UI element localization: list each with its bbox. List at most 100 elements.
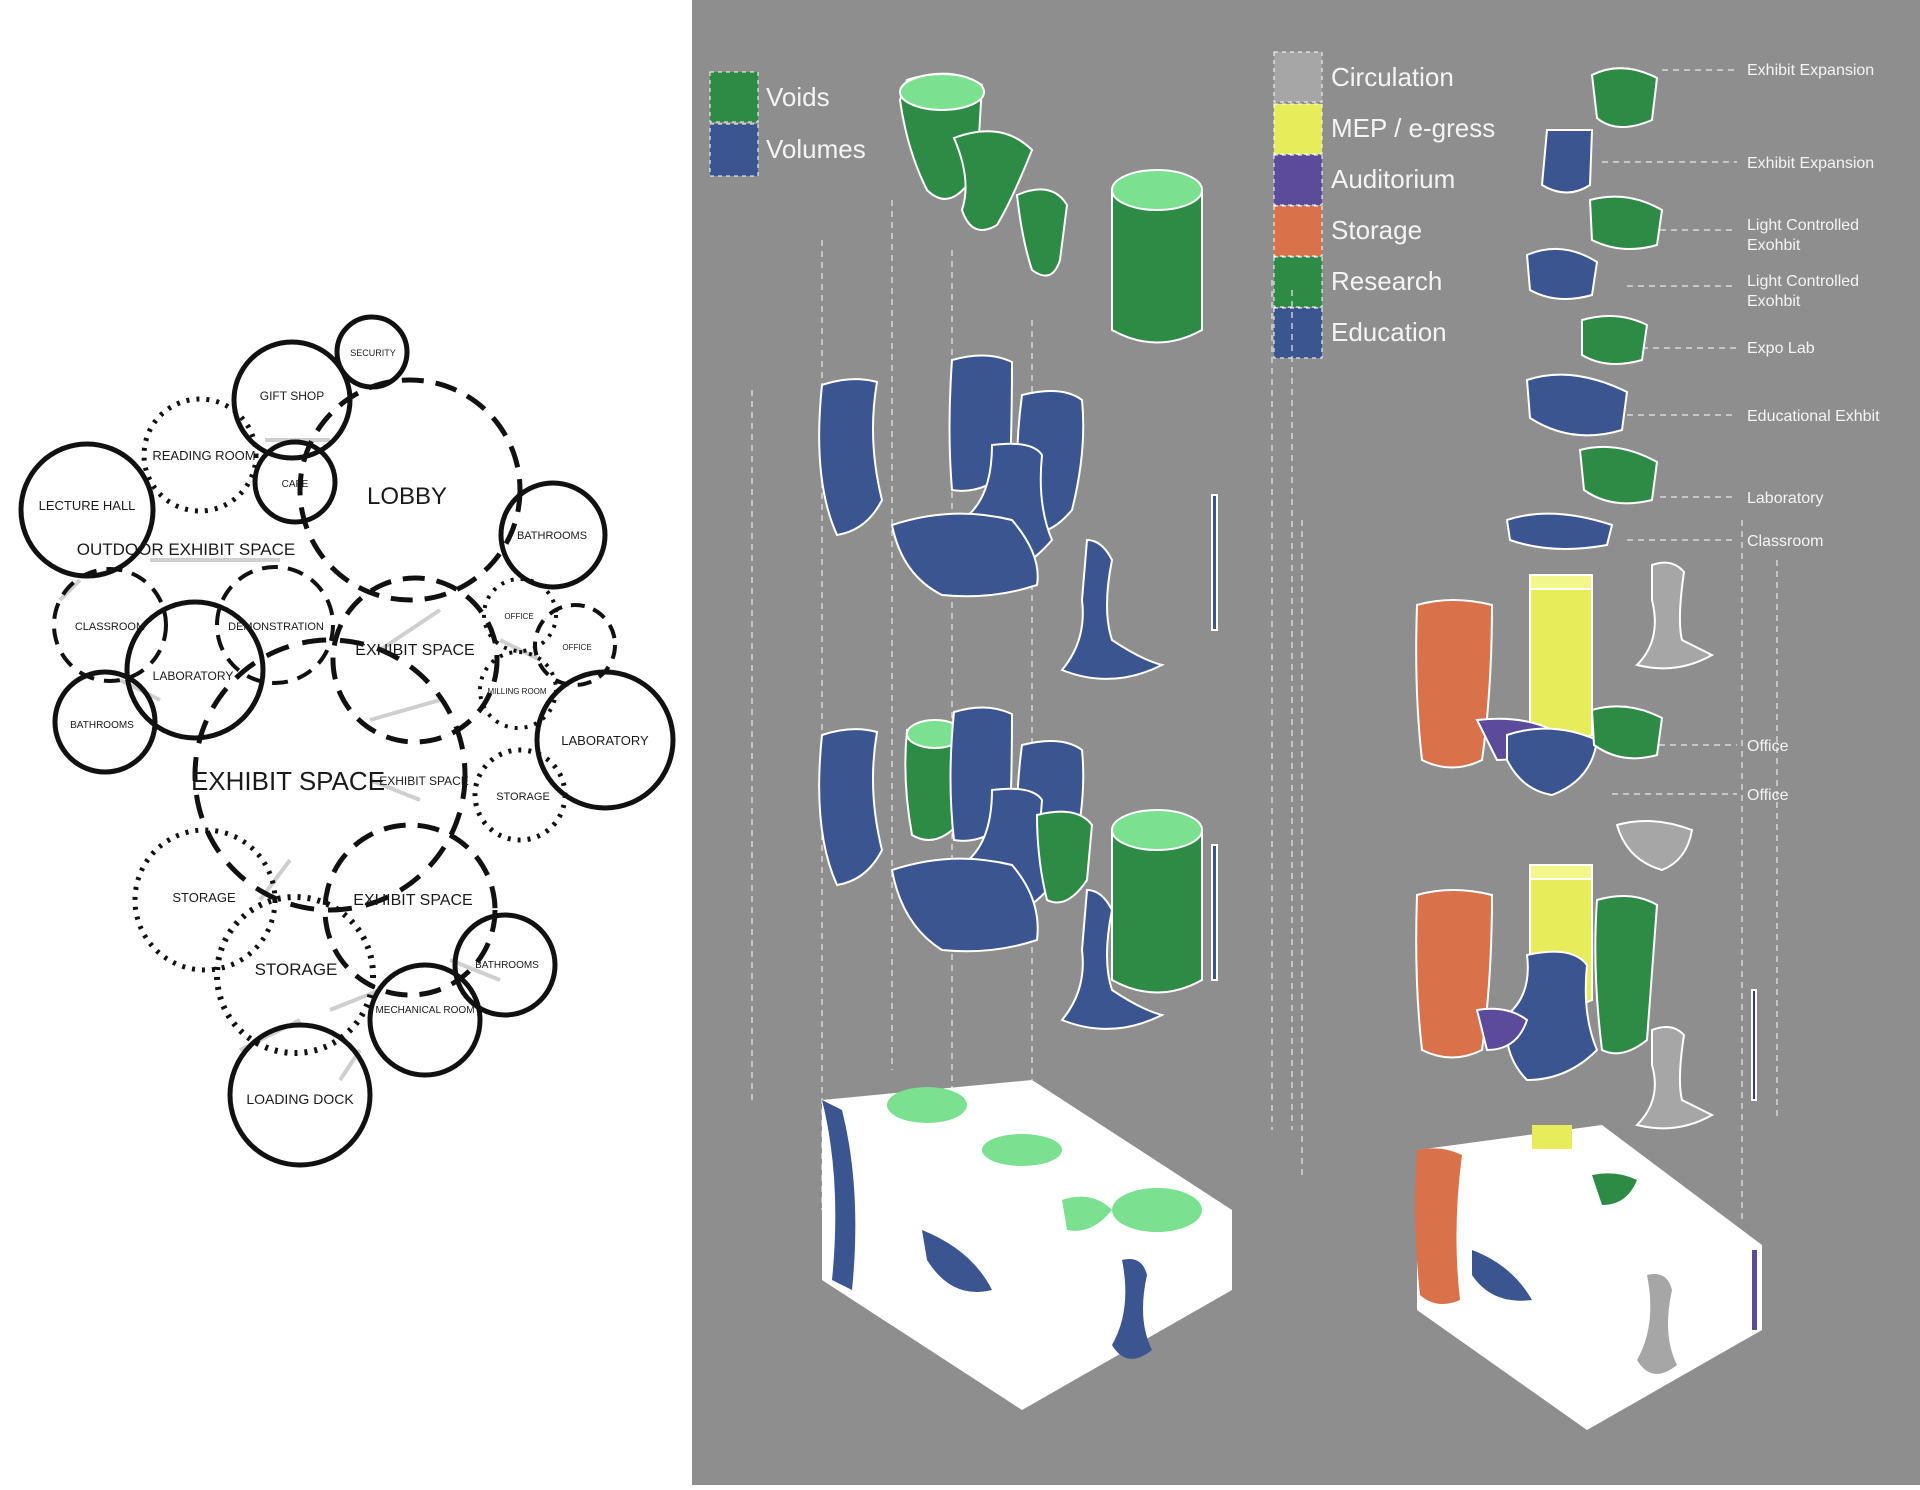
- combined-void-cylinder: [1111, 829, 1203, 994]
- volume-tower-a: [818, 378, 884, 537]
- legend-auditorium-label: Auditorium: [1331, 164, 1455, 194]
- label-gift-shop: GIFT SHOP: [260, 389, 324, 403]
- floor-stack-right: [1415, 1125, 1762, 1430]
- piece-exhibit-expansion-2: [1540, 129, 1594, 194]
- bubble-exhibit-space-main: [192, 637, 468, 913]
- floor-stem: [1112, 1259, 1152, 1359]
- label-exhibit-space-3: EXHIBIT SPACE: [353, 892, 472, 909]
- swatch-voids: [709, 71, 759, 123]
- label-storage-1: STORAGE: [496, 791, 550, 803]
- legend-voids-label: Voids: [766, 82, 830, 112]
- bubble-exhibit-space-3: [322, 822, 498, 998]
- label-laboratory-2: LABORATORY: [561, 733, 649, 748]
- volume-base-blob: [890, 512, 1039, 598]
- floor-stack-right-circulation: [1637, 1274, 1677, 1374]
- void-cylinder: [1111, 189, 1203, 344]
- bubble-exhibit-space-1: [330, 575, 500, 745]
- label-cafe: CAFE: [282, 479, 309, 490]
- bubble-mechanical-room: [367, 962, 483, 1078]
- label-exhibit-space-2: EXHIBIT SPACE: [379, 774, 469, 788]
- callout-educational-exhibit: Educational Exhbit: [1747, 408, 1880, 425]
- swatch-education: [1273, 307, 1323, 359]
- callout-classroom: Classroom: [1747, 533, 1823, 550]
- bubble-office-1: [482, 577, 558, 653]
- floor-stack-left-body: [822, 1080, 1232, 1410]
- label-storage-3: STORAGE: [255, 960, 338, 979]
- legend-voids-volumes: Voids Volumes: [709, 71, 866, 177]
- swatch-volumes: [709, 123, 759, 177]
- floor-stack-right-slab: [1752, 1250, 1757, 1330]
- void-cylinder-top: [1111, 169, 1203, 211]
- piece-classroom: [1505, 512, 1614, 550]
- bubble-loading-dock: [227, 1022, 373, 1168]
- combo-circulation-vase: [1635, 1025, 1715, 1130]
- callout-expo-lab: Expo Lab: [1747, 340, 1815, 357]
- bubble-bathrooms-2: [52, 669, 158, 775]
- floor-volume-strip: [922, 1230, 992, 1292]
- room-bubbles: [18, 314, 676, 1168]
- legend-circulation-label: Circulation: [1331, 62, 1454, 92]
- floor-void-1: [887, 1087, 967, 1123]
- axonometric-diagram: Voids Volumes Circulation MEP / e-gress …: [709, 51, 1880, 1430]
- floor-stack-right-research: [1592, 1173, 1637, 1205]
- piece-educational-exhibit: [1525, 373, 1629, 437]
- combo-auditorium: [1475, 1007, 1529, 1052]
- volume-thin-slab: [1211, 494, 1218, 631]
- combined-void-b: [1035, 810, 1094, 904]
- piece-storage-tower: [1415, 599, 1494, 769]
- bubble-demonstration: [215, 565, 335, 685]
- legend-education-label: Education: [1331, 317, 1447, 347]
- bubble-lobby: [297, 377, 523, 603]
- callout-light-controlled-1: Light Controlled: [1747, 217, 1859, 234]
- label-exhibit-space-1: EXHIBIT SPACE: [355, 642, 474, 659]
- swatch-research: [1273, 256, 1323, 308]
- piece-light-controlled-1: [1588, 195, 1664, 250]
- program-exploded: [1415, 67, 1715, 797]
- floor-void-2: [982, 1134, 1062, 1166]
- callout-leaders: [1602, 69, 1737, 795]
- piece-mep-tower: [1529, 579, 1593, 744]
- floor-void-4: [1062, 1196, 1112, 1231]
- label-lobby: LOBBY: [367, 483, 447, 510]
- room-labels: SECURITY GIFT SHOP READING ROOM CAFE LOB…: [39, 348, 649, 1107]
- swatch-storage: [1273, 205, 1323, 257]
- callout-light-controlled-2b: Exohbit: [1747, 293, 1801, 310]
- bubble-office-2: [533, 603, 617, 687]
- label-reading-room: READING ROOM: [152, 448, 255, 463]
- bubble-classroom: [52, 567, 168, 683]
- callout-office-1: Office: [1747, 738, 1789, 755]
- piece-laboratory: [1578, 445, 1659, 505]
- combined-tower-a: [818, 728, 884, 887]
- piece-circulation-vase: [1635, 561, 1715, 670]
- bubble-diagram: SECURITY GIFT SHOP READING ROOM CAFE LOB…: [18, 314, 676, 1168]
- bubble-bathrooms-1: [498, 480, 608, 590]
- label-loading-dock: LOADING DOCK: [246, 1091, 354, 1107]
- bubble-storage-3: [214, 894, 376, 1056]
- piece-light-controlled-2: [1525, 247, 1599, 300]
- combo-circulation-top: [1615, 820, 1694, 872]
- combined-thin-slab: [1211, 844, 1218, 981]
- swatch-mep: [1273, 103, 1323, 155]
- bubble-storage-1: [472, 747, 568, 843]
- bubble-diagram-panel: SECURITY GIFT SHOP READING ROOM CAFE LOB…: [0, 0, 692, 1485]
- axonometric-panel: Voids Volumes Circulation MEP / e-gress …: [692, 0, 1920, 1485]
- label-mechanical-room: MECHANICAL ROOM: [375, 1005, 474, 1016]
- label-office-2: OFFICE: [562, 643, 591, 652]
- label-classroom: CLASSROOM: [75, 621, 145, 633]
- piece-mep-tower-top: [1529, 574, 1593, 590]
- legend-research-label: Research: [1331, 266, 1442, 296]
- combo-mep-tower-top: [1529, 864, 1593, 880]
- callout-exhibit-expansion-1: Exhibit Expansion: [1747, 62, 1874, 79]
- legend-volumes-label: Volumes: [766, 134, 866, 164]
- swatch-circulation: [1273, 51, 1323, 103]
- combo-storage-tower: [1415, 889, 1494, 1059]
- callout-laboratory: Laboratory: [1747, 490, 1824, 507]
- piece-exhibit-expansion-1: [1590, 67, 1659, 128]
- voids-group-top: [898, 72, 1203, 344]
- label-milling-room: MILLING ROOM: [487, 687, 546, 696]
- volume-stem: [1060, 538, 1165, 680]
- label-bathrooms-2: BATHROOMS: [70, 720, 134, 731]
- floor-stack-right-body: [1417, 1125, 1762, 1430]
- combined-base-blob: [890, 857, 1039, 953]
